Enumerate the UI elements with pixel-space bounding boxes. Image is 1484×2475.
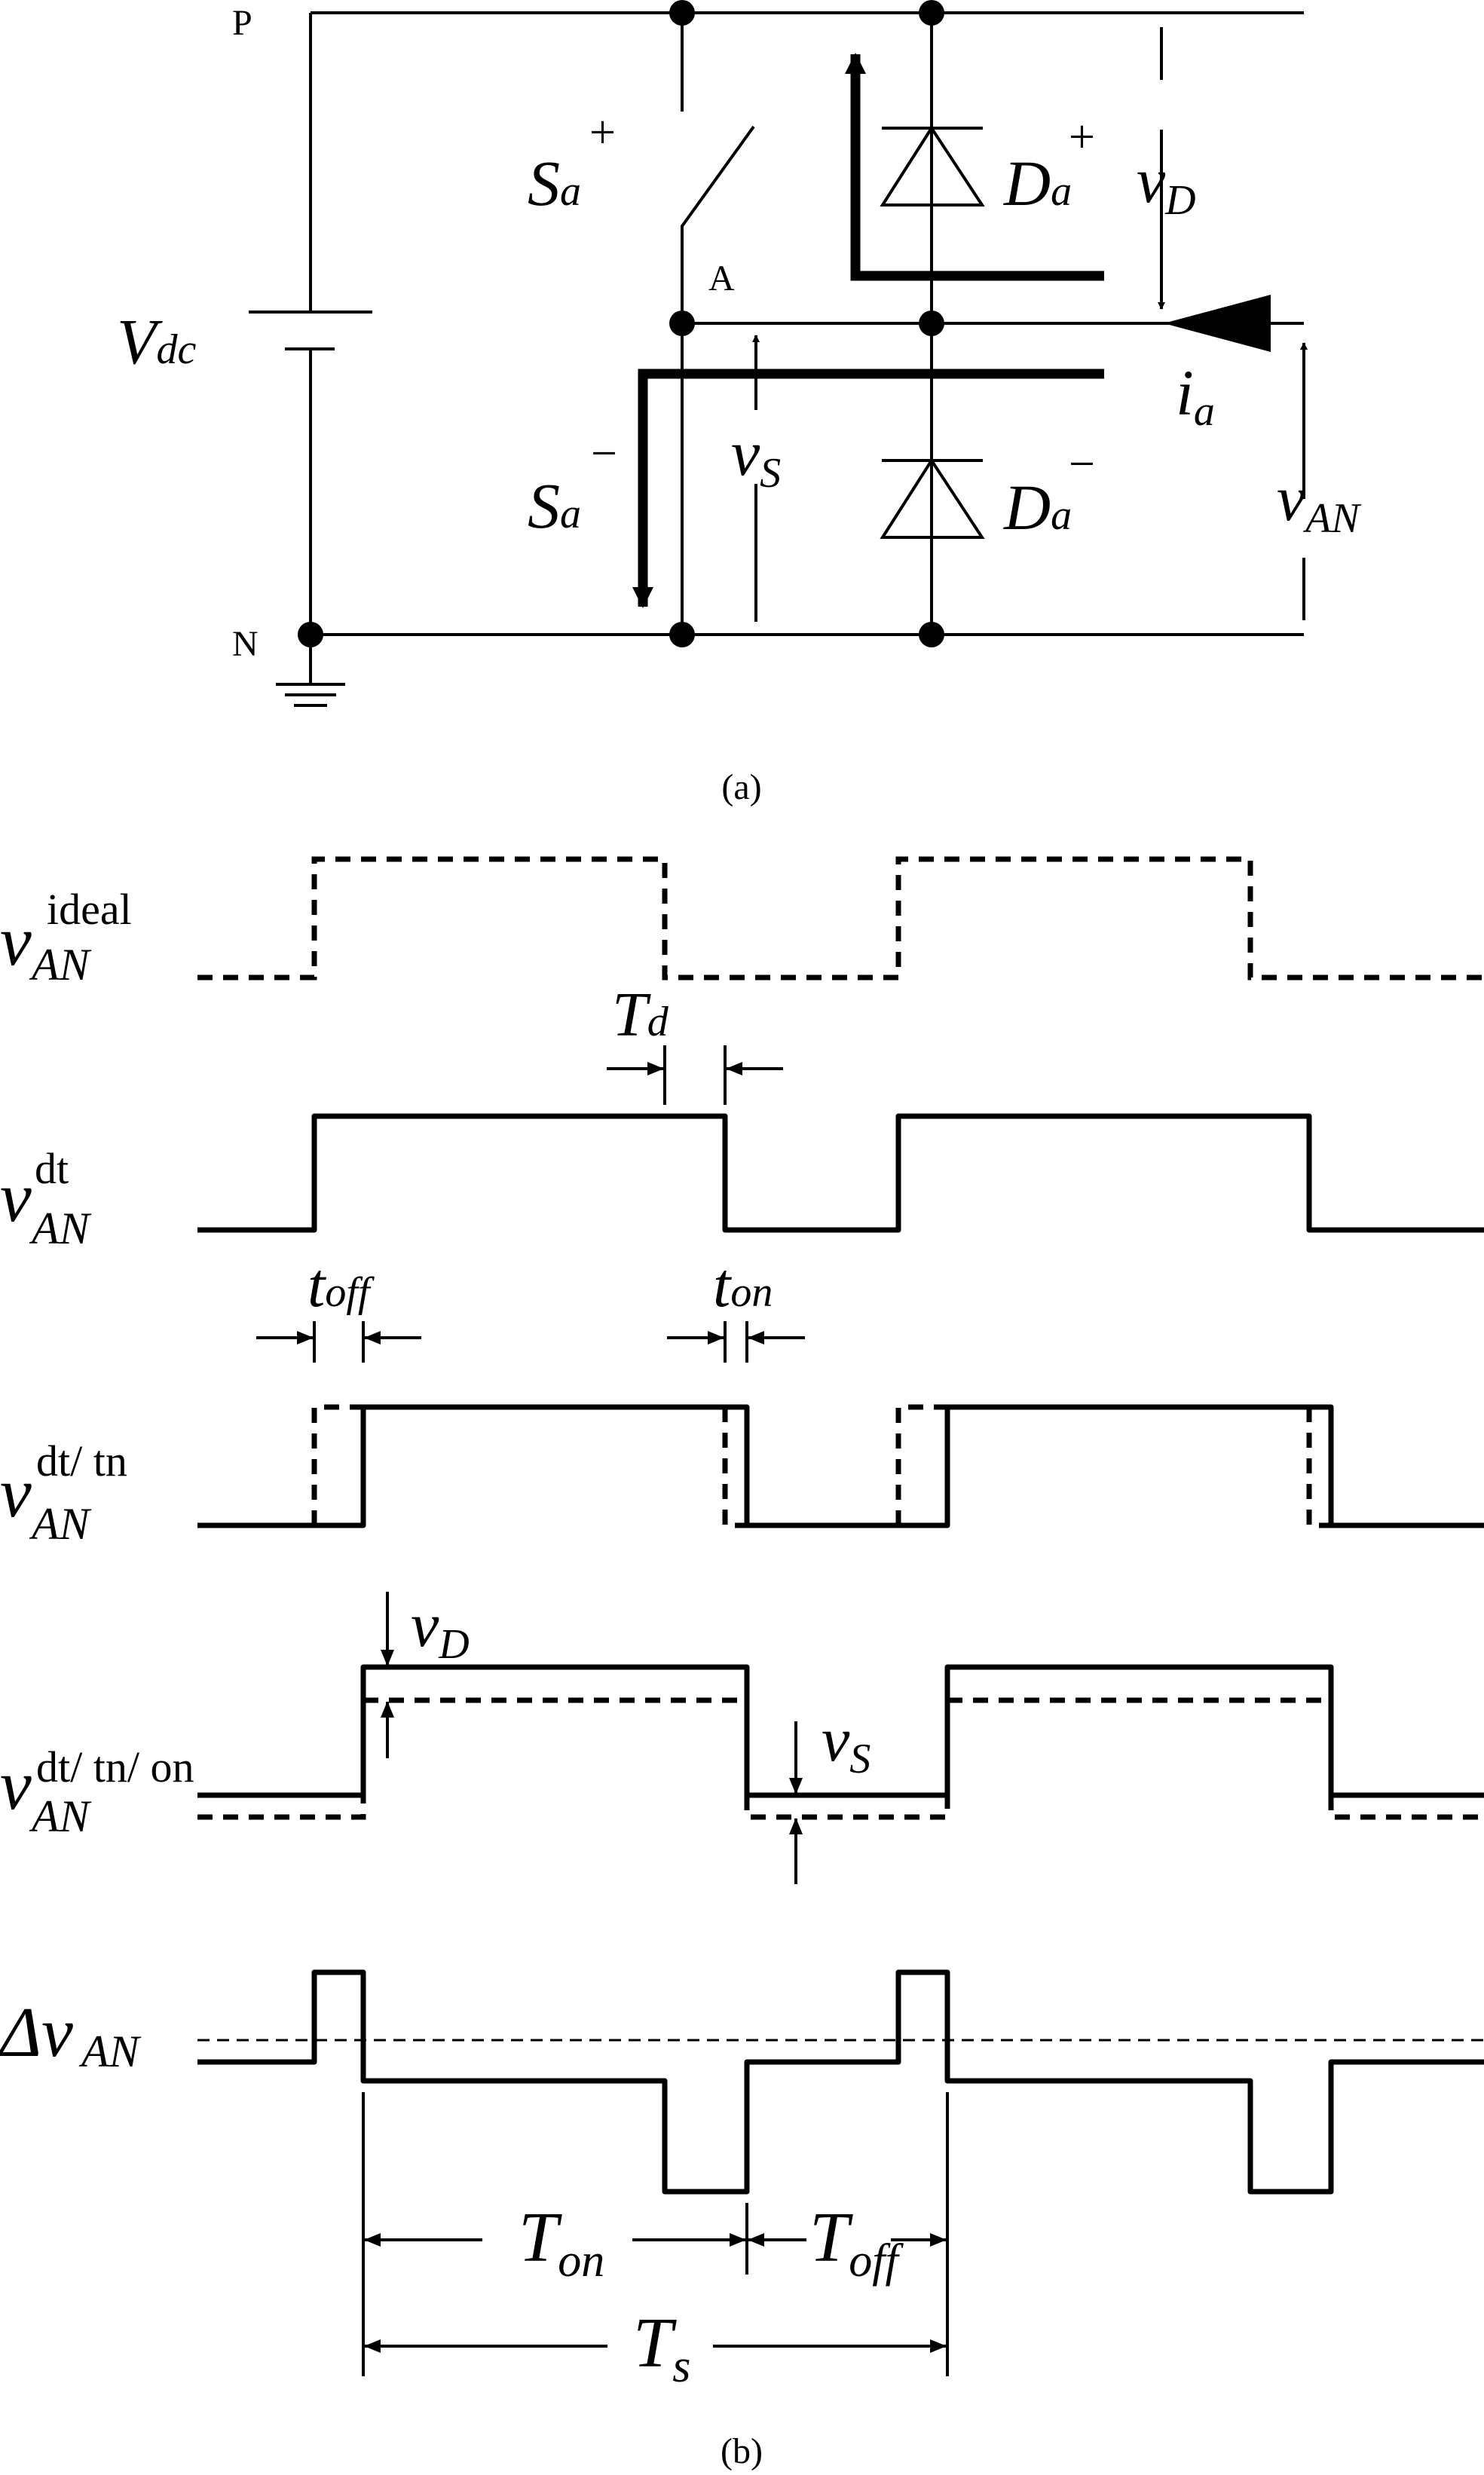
circuit-diagram: P N A Vdc Sa + Sa − Da + Da − vD vS ia v… (117, 0, 1361, 807)
waveform-dt-tn: v AN dt/ tn toff ton (0, 1250, 1484, 1549)
vd-drop-label: vD (411, 1590, 470, 1668)
waveform-dt: v AN dt Td (0, 980, 1484, 1253)
van-label: vAN (1277, 462, 1361, 542)
waveform-delta-sub: AN (78, 2027, 142, 2076)
waveform-dt-tn-on-label: v (0, 1746, 32, 1825)
node-p-label: P (232, 3, 252, 43)
waveform-diagram: v AN ideal v AN dt Td v AN dt/ tn (0, 856, 1484, 2471)
diode-upper-label: Da (1003, 147, 1072, 219)
node-a-label: A (708, 259, 735, 298)
vs-label: vS (731, 417, 781, 497)
node-n-source (298, 622, 323, 647)
waveform-dt-sup: dt (35, 1144, 69, 1193)
caption-b: (b) (721, 2431, 763, 2471)
node-a-diode (919, 311, 944, 336)
switch-lower-sup: − (591, 428, 617, 479)
waveform-dt-tn-on-sub: AN (29, 1791, 92, 1841)
vs-drop-label: vS (822, 1705, 871, 1782)
waveform-dt-label: v (0, 1158, 32, 1237)
current-path-upper-arrow (845, 53, 1104, 281)
source-label: Vdc (117, 305, 197, 378)
current-ia-arrow-icon (1164, 295, 1307, 352)
node-n-switch (669, 622, 695, 647)
diode-lower-sup: − (1069, 439, 1095, 490)
switch-upper-label: Sa (528, 147, 581, 219)
waveform-ideal-sup: ideal (47, 885, 132, 934)
off-period-label: Toff (809, 2198, 904, 2287)
diode-upper-icon (880, 125, 985, 207)
on-period-label: Ton (519, 2198, 604, 2287)
waveform-delta: Δv AN Ton Toff Ts (0, 1969, 1484, 2392)
ia-label: ia (1176, 356, 1215, 435)
node-n-diode (919, 622, 944, 647)
switch-upper-icon (681, 13, 755, 234)
waveform-ideal-sub: AN (29, 940, 92, 990)
waveform-dt-tn-sub: AN (29, 1499, 92, 1549)
waveform-dt-tn-on: v AN dt/ tn/ on vD vS (0, 1590, 1484, 1884)
node-a-switch (669, 311, 695, 336)
ground-icon (276, 635, 345, 707)
ton-label: ton (713, 1250, 773, 1320)
diode-lower-icon (880, 457, 985, 539)
switching-period-label: Ts (633, 2304, 690, 2392)
node-n-label: N (232, 624, 259, 664)
switch-lower-label: Sa (528, 470, 581, 542)
td-label: Td (612, 980, 669, 1050)
waveform-dt-sub: AN (29, 1204, 92, 1253)
diode-lower-label: Da (1003, 471, 1072, 543)
waveform-dt-tn-sup: dt/ tn (36, 1436, 127, 1485)
node-p-switch (669, 0, 695, 26)
waveform-ideal: v AN ideal (0, 856, 1484, 990)
diode-upper-sup: + (1069, 112, 1095, 163)
waveform-dt-tn-on-sup: dt/ tn/ on (36, 1742, 194, 1791)
switch-upper-sup: + (589, 107, 616, 158)
waveform-dt-tn-label: v (0, 1454, 32, 1532)
vd-label: vD (1137, 144, 1196, 224)
caption-a: (a) (721, 767, 761, 807)
node-p-diode (919, 0, 944, 26)
waveform-ideal-label: v (0, 902, 32, 981)
current-path-lower-arrow (632, 369, 1104, 608)
waveform-delta-label: Δv (0, 1993, 73, 2072)
toff-label: toff (308, 1250, 375, 1320)
